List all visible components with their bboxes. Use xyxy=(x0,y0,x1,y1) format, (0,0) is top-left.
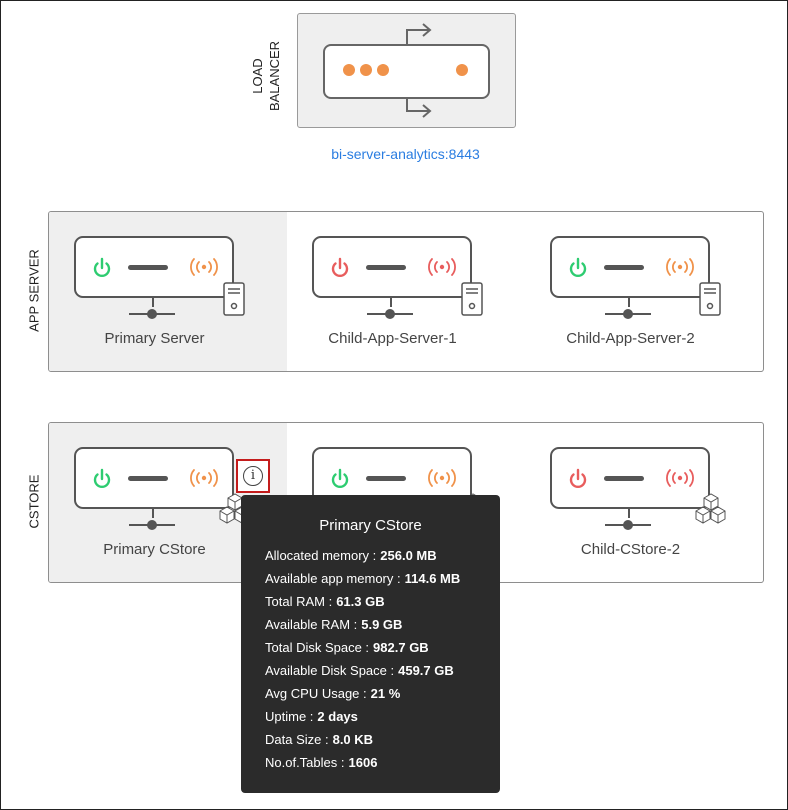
tooltip-row-value: 256.0 MB xyxy=(380,548,437,563)
server-icon xyxy=(699,282,721,316)
tooltip-row-label: Avg CPU Usage : xyxy=(265,686,367,701)
group-label-app-server: APP SERVER xyxy=(26,249,42,332)
tooltip-row: Uptime :2 days xyxy=(265,709,358,724)
node-name: Child-App-Server-2 xyxy=(566,330,695,347)
tooltip-row-value: 114.6 MB xyxy=(404,571,461,586)
tooltip-row: Data Size :8.0 KB xyxy=(265,732,373,747)
load-balancer-box xyxy=(297,13,516,128)
load-balancer-url-link[interactable]: bi-server-analytics:8443 xyxy=(331,146,480,162)
node-monitor xyxy=(550,236,710,298)
server-icon xyxy=(223,282,245,316)
node-monitor xyxy=(550,447,710,509)
tooltip-row-value: 61.3 GB xyxy=(336,594,385,609)
status-bar xyxy=(128,265,168,270)
status-bar xyxy=(366,476,406,481)
power-icon xyxy=(93,468,111,489)
tooltip-row: Available RAM :5.9 GB xyxy=(265,617,402,632)
tooltip-row: Avg CPU Usage :21 % xyxy=(265,686,400,701)
server-icon xyxy=(461,282,483,316)
node-connector xyxy=(623,520,633,530)
tooltip-row-label: Total Disk Space : xyxy=(265,640,370,655)
node-monitor xyxy=(74,236,234,298)
tooltip-row-value: 5.9 GB xyxy=(361,617,403,632)
node-name: Child-App-Server-1 xyxy=(328,330,457,347)
tooltip-row-value: 2 days xyxy=(317,709,358,724)
node-connector xyxy=(147,520,157,530)
tooltip-row-value: 8.0 KB xyxy=(332,732,374,747)
tooltip-row-label: Data Size : xyxy=(265,732,329,747)
node-child-cstore-2[interactable]: Child-CStore-2 xyxy=(525,423,763,582)
signal-icon xyxy=(666,258,694,276)
lb-dot xyxy=(377,64,389,76)
lb-dot xyxy=(343,64,355,76)
tooltip-row-value: 982.7 GB xyxy=(373,640,429,655)
tooltip-row-label: Available Disk Space : xyxy=(265,663,395,678)
power-icon xyxy=(331,468,349,489)
signal-icon xyxy=(666,469,694,487)
node-connector xyxy=(147,309,157,319)
group-label-cstore: CSTORE xyxy=(26,474,42,529)
tooltip-row: Available Disk Space :459.7 GB xyxy=(265,663,454,678)
status-bar xyxy=(604,265,644,270)
node-stand xyxy=(152,297,154,307)
node-info-tooltip: Primary CStore Allocated memory :256.0 M… xyxy=(241,495,500,793)
info-button[interactable]: i xyxy=(236,459,270,493)
node-primary-server[interactable]: Primary Server xyxy=(49,212,287,371)
tooltip-title: Primary CStore xyxy=(319,517,422,534)
node-stand xyxy=(152,508,154,518)
tooltip-row: No.of.Tables :1606 xyxy=(265,755,377,770)
power-icon xyxy=(569,468,587,489)
node-name: Primary Server xyxy=(104,330,205,347)
power-icon xyxy=(93,257,111,278)
node-stand xyxy=(628,297,630,307)
tooltip-row-label: Available app memory : xyxy=(265,571,401,586)
tooltip-row-label: Total RAM : xyxy=(265,594,333,609)
node-child-app-server-2[interactable]: Child-App-Server-2 xyxy=(525,212,763,371)
node-monitor xyxy=(74,447,234,509)
node-connector xyxy=(623,309,633,319)
signal-icon xyxy=(428,469,456,487)
node-connector xyxy=(385,309,395,319)
node-stand xyxy=(390,297,392,307)
signal-icon xyxy=(190,469,218,487)
status-bar xyxy=(128,476,168,481)
tooltip-row-label: No.of.Tables : xyxy=(265,755,345,770)
lb-dot xyxy=(360,64,372,76)
tooltip-row: Allocated memory :256.0 MB xyxy=(265,548,437,563)
cubes-icon xyxy=(695,493,726,524)
arrow-out-icon xyxy=(406,97,432,118)
info-icon: i xyxy=(243,466,263,486)
tooltip-row-label: Allocated memory : xyxy=(265,548,377,563)
node-name: Primary CStore xyxy=(103,541,206,558)
tooltip-row: Total Disk Space :982.7 GB xyxy=(265,640,429,655)
tooltip-row-label: Available RAM : xyxy=(265,617,358,632)
arrow-in-icon xyxy=(406,23,432,44)
tooltip-row-label: Uptime : xyxy=(265,709,314,724)
lb-dot xyxy=(456,64,468,76)
node-stand xyxy=(628,508,630,518)
app-server-group: Primary Server Child-App-Server-1 Child-… xyxy=(48,211,764,372)
tooltip-row-value: 1606 xyxy=(348,755,378,770)
status-bar xyxy=(366,265,406,270)
tooltip-row: Total RAM :61.3 GB xyxy=(265,594,385,609)
load-balancer-device xyxy=(323,44,490,99)
signal-icon xyxy=(428,258,456,276)
tooltip-row-value: 459.7 GB xyxy=(398,663,454,678)
node-monitor xyxy=(312,236,472,298)
node-child-app-server-1[interactable]: Child-App-Server-1 xyxy=(287,212,525,371)
status-bar xyxy=(604,476,644,481)
tooltip-row: Available app memory :114.6 MB xyxy=(265,571,460,586)
power-icon xyxy=(569,257,587,278)
signal-icon xyxy=(190,258,218,276)
power-icon xyxy=(331,257,349,278)
node-name: Child-CStore-2 xyxy=(580,541,681,558)
tooltip-row-value: 21 % xyxy=(370,686,401,701)
